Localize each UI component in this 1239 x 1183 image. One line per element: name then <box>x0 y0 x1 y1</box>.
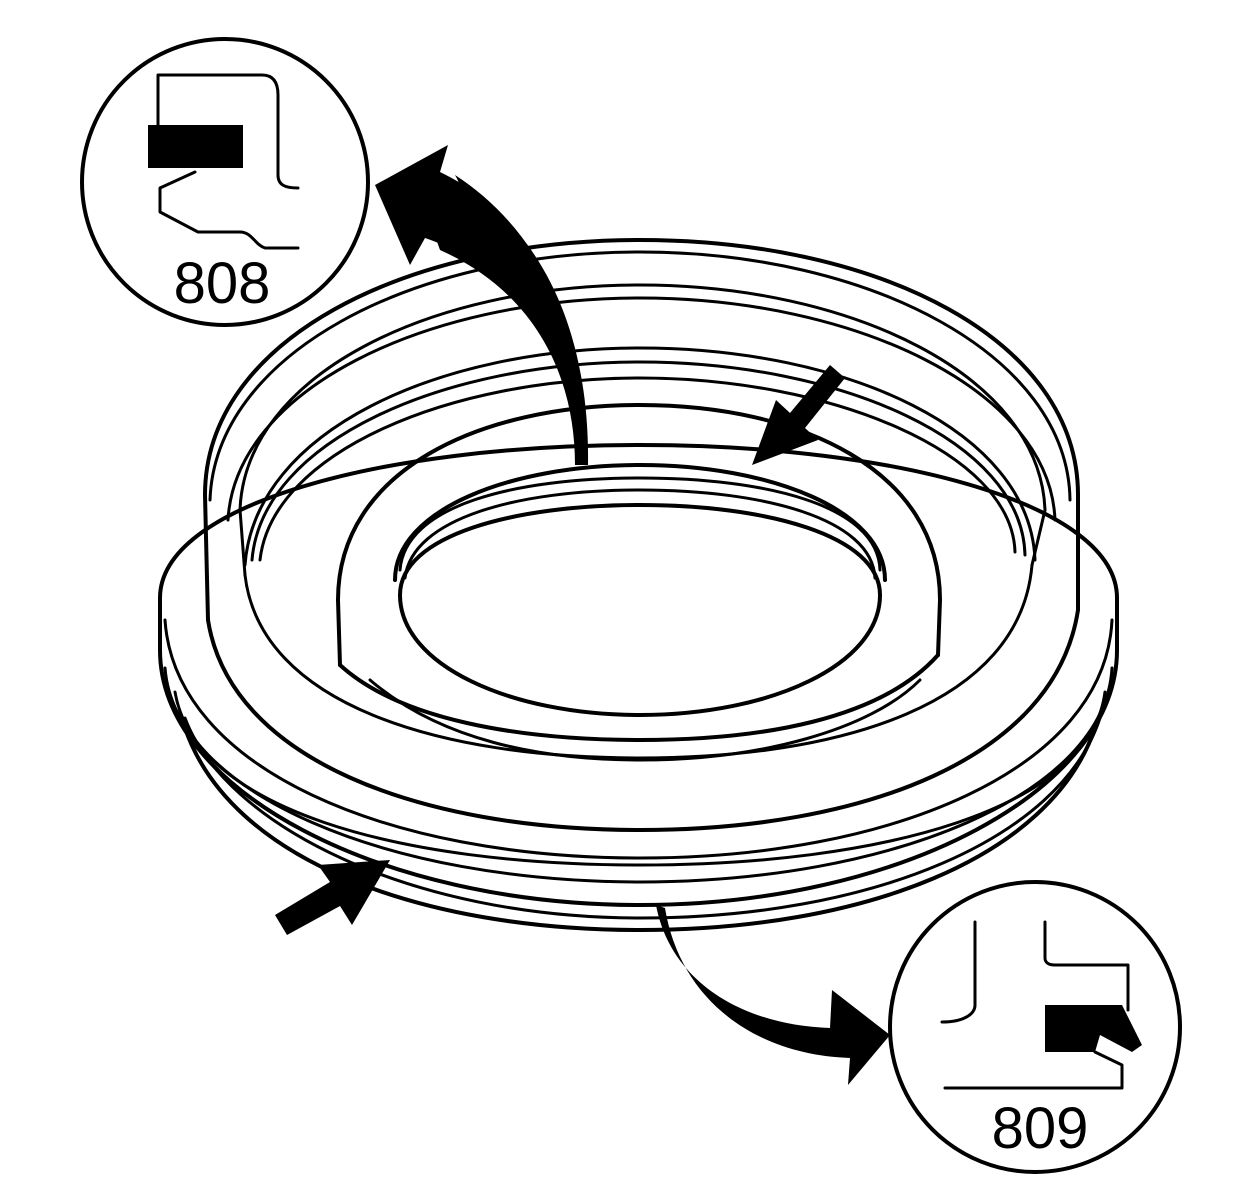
seal-ring <box>158 238 1119 932</box>
callout-808-label: 808 <box>174 251 271 316</box>
callout-808: 808 <box>80 37 370 327</box>
wall-outer-top <box>203 238 1080 497</box>
bore-outer <box>393 463 887 582</box>
bore-ring-1 <box>398 476 882 572</box>
ledge-outer-3 <box>258 376 1017 562</box>
wall-outer-top-2 <box>208 250 1072 502</box>
inner-cylinder-right <box>936 598 942 657</box>
callout-809-profile-right <box>1043 920 1130 1012</box>
callout-808-seal-block <box>148 125 243 168</box>
flange-groove-2 <box>173 690 1107 867</box>
inner-cylinder-base-2 <box>368 678 922 762</box>
callout-809-arrow <box>656 905 890 1085</box>
callout-809-circle <box>888 880 1182 1174</box>
callout-809: 809 <box>888 880 1182 1174</box>
callout-808-profile-lower <box>158 170 300 250</box>
outer-flange-bottom-edge <box>158 648 1119 907</box>
flange-top-surface <box>163 618 1114 860</box>
inner-cylinder-top <box>336 403 942 602</box>
callout-808-circle <box>80 37 370 327</box>
flange-groove-3 <box>183 716 1102 920</box>
callout-808-profile-upper <box>156 73 300 190</box>
wall-inner-rim-2 <box>226 296 1057 522</box>
bore-inner <box>398 503 882 717</box>
pointer-arrow-outer <box>275 860 390 935</box>
flange-bottom-rim <box>183 726 1097 932</box>
callout-808-arrow-fill <box>435 175 588 465</box>
bore-ring-2 <box>403 488 877 580</box>
callout-808-arrow <box>375 145 589 465</box>
inner-cylinder-left <box>336 598 342 667</box>
wall-inner-lower <box>243 563 1034 760</box>
outer-flange-top-edge <box>158 443 1119 600</box>
callout-809-label: 809 <box>992 1096 1089 1161</box>
wall-inner-rim <box>238 283 1047 512</box>
inner-cylinder-base <box>338 653 940 742</box>
pointer-arrow-inner <box>752 365 845 465</box>
wall-base <box>206 608 1080 832</box>
ledge-outer <box>243 346 1037 567</box>
ledge-outer-2 <box>250 360 1027 562</box>
callout-809-profile-left <box>940 920 977 1024</box>
callout-809-seal-block <box>1045 1005 1142 1052</box>
wall-left-side <box>203 493 210 622</box>
callout-809-profile-lower <box>943 1050 1124 1090</box>
